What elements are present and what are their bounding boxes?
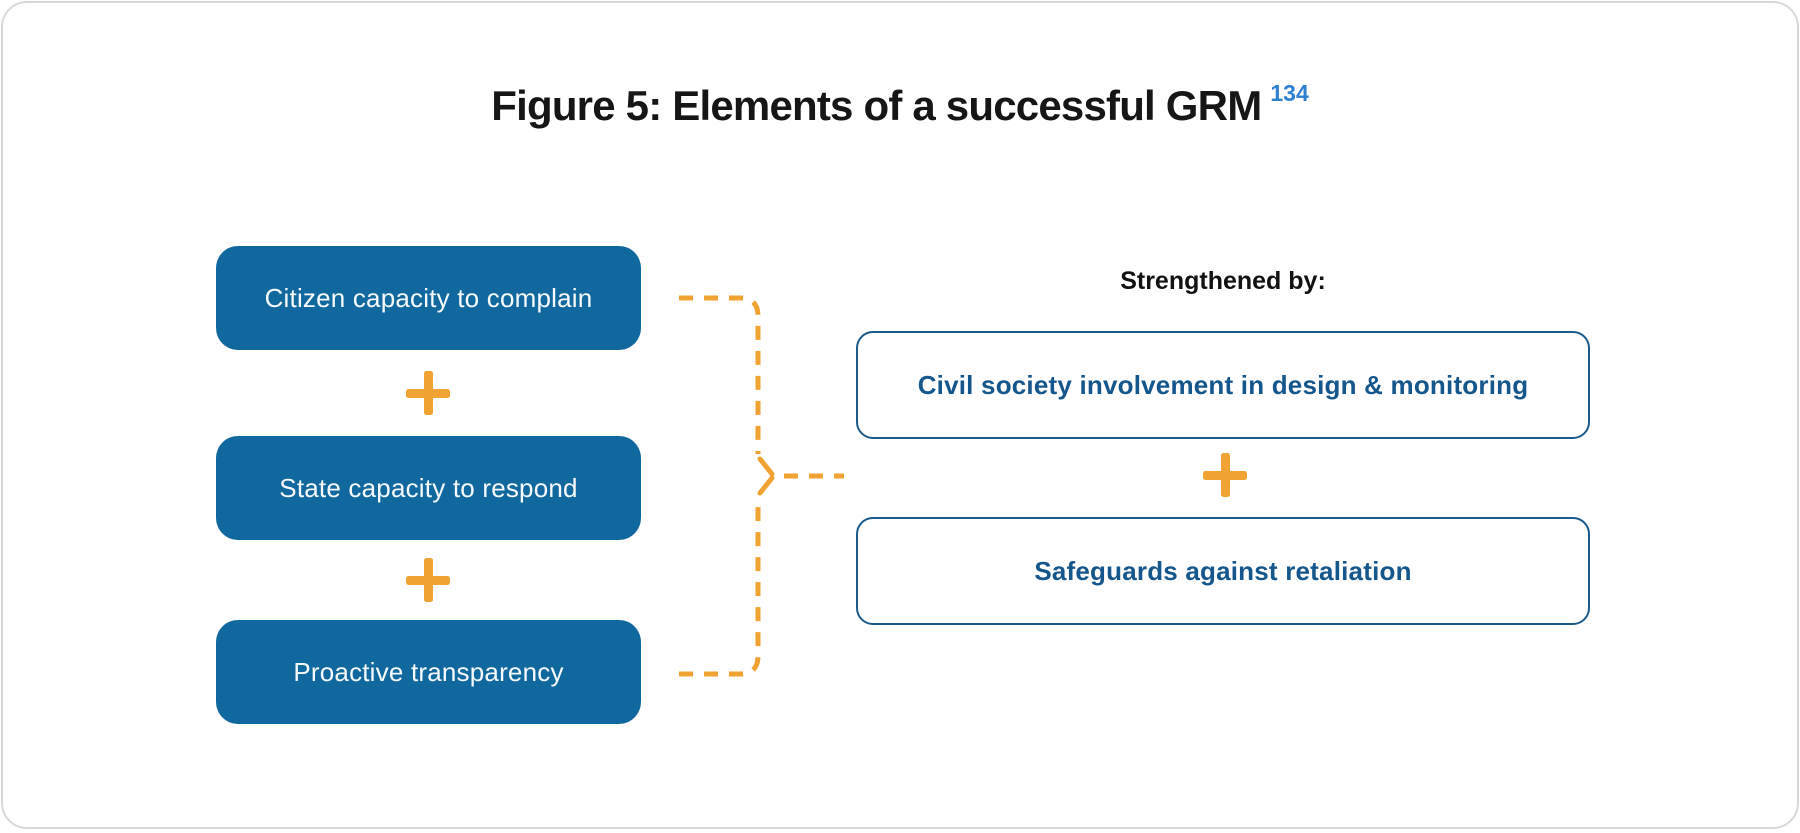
- strengthener-box-label: Safeguards against retaliation: [1034, 556, 1411, 587]
- plus-icon: [406, 371, 450, 415]
- element-box-state-capacity: State capacity to respond: [216, 436, 641, 540]
- strengthener-box-safeguards: Safeguards against retaliation: [856, 517, 1590, 625]
- element-box-citizen-capacity: Citizen capacity to complain: [216, 246, 641, 350]
- strengthener-box-civil-society: Civil society involvement in design & mo…: [856, 331, 1590, 439]
- figure-title: Figure 5: Elements of a successful GRM 13…: [3, 82, 1797, 130]
- strengthened-by-heading: Strengthened by:: [856, 267, 1590, 296]
- figure-title-text: Figure 5: Elements of a successful GRM: [491, 82, 1261, 129]
- element-box-label: State capacity to respond: [279, 473, 577, 504]
- element-box-proactive-transparency: Proactive transparency: [216, 620, 641, 724]
- plus-icon: [1203, 453, 1247, 497]
- plus-icon: [406, 558, 450, 602]
- element-box-label: Proactive transparency: [293, 657, 563, 688]
- footnote-reference: 134: [1270, 80, 1308, 106]
- strengthener-box-label: Civil society involvement in design & mo…: [918, 370, 1529, 401]
- element-box-label: Citizen capacity to complain: [265, 283, 593, 314]
